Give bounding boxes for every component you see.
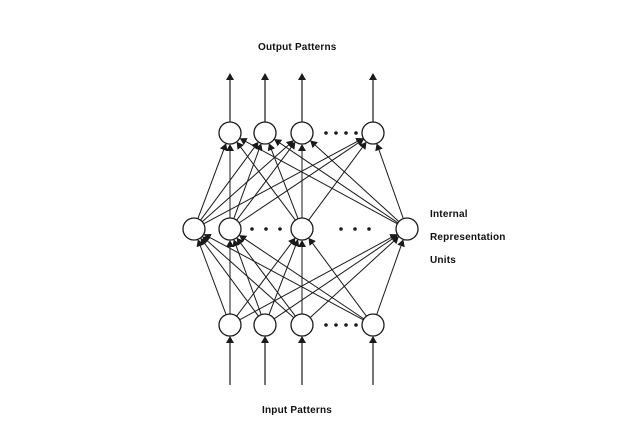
input-unit (361, 313, 385, 337)
input-to-hidden-connection (308, 237, 367, 317)
hidden-to-output-connection (200, 141, 259, 221)
input-to-hidden-connection (232, 239, 262, 315)
input-to-hidden-connection (200, 237, 259, 317)
output-unit (218, 121, 242, 145)
hidden-to-output-connection (236, 141, 296, 221)
input-to-hidden-connection (309, 236, 399, 318)
input-unit (290, 313, 314, 337)
ellipsis-dot (324, 131, 328, 135)
input-to-hidden-connection (376, 239, 405, 315)
output-unit (290, 121, 314, 145)
ellipsis-dot (353, 227, 357, 231)
connection-lines (196, 73, 405, 385)
ellipsis-dots (250, 131, 371, 327)
input-to-hidden-connection (196, 239, 227, 315)
ellipsis-dot (354, 131, 358, 135)
hidden-to-output-connection (267, 143, 299, 219)
hidden-label-line2: Representation (430, 232, 506, 243)
ellipsis-dot (278, 227, 282, 231)
hidden-unit (182, 217, 206, 241)
input-unit (253, 313, 277, 337)
ellipsis-dot (339, 227, 343, 231)
hidden-to-output-connection (239, 138, 398, 225)
ellipsis-dot (264, 227, 268, 231)
input-to-hidden-connection (236, 237, 296, 317)
hidden-unit (218, 217, 242, 241)
hidden-to-output-connection (233, 143, 263, 219)
hidden-to-output-connection (238, 139, 364, 224)
internal-representation-units-label: Internal Representation Units (430, 203, 506, 272)
ellipsis-dot (354, 323, 358, 327)
ellipsis-dot (344, 323, 348, 327)
output-patterns-label: Output Patterns (258, 42, 337, 53)
input-to-hidden-connection (273, 235, 398, 320)
hidden-to-output-connection (375, 143, 404, 219)
ellipsis-dot (334, 323, 338, 327)
hidden-unit (290, 217, 314, 241)
ellipsis-dot (250, 227, 254, 231)
output-unit (253, 121, 277, 145)
output-unit (361, 121, 385, 145)
ellipsis-dot (367, 227, 371, 231)
ellipsis-dot (324, 323, 328, 327)
input-to-hidden-connection (203, 233, 364, 321)
input-to-hidden-connection (239, 234, 398, 321)
input-patterns-label: Input Patterns (262, 405, 333, 416)
input-to-hidden-connection (239, 235, 365, 320)
ellipsis-dot (334, 131, 338, 135)
hidden-label-line1: Internal (430, 209, 468, 220)
hidden-unit (395, 217, 419, 241)
ellipsis-dot (344, 131, 348, 135)
input-unit (218, 313, 242, 337)
hidden-to-output-connection (310, 140, 400, 222)
hidden-label-line3: Units (430, 255, 456, 266)
hidden-to-output-connection (274, 139, 399, 224)
hidden-to-output-connection (197, 143, 228, 219)
unit-nodes (182, 121, 419, 337)
input-to-hidden-connection (202, 236, 295, 319)
